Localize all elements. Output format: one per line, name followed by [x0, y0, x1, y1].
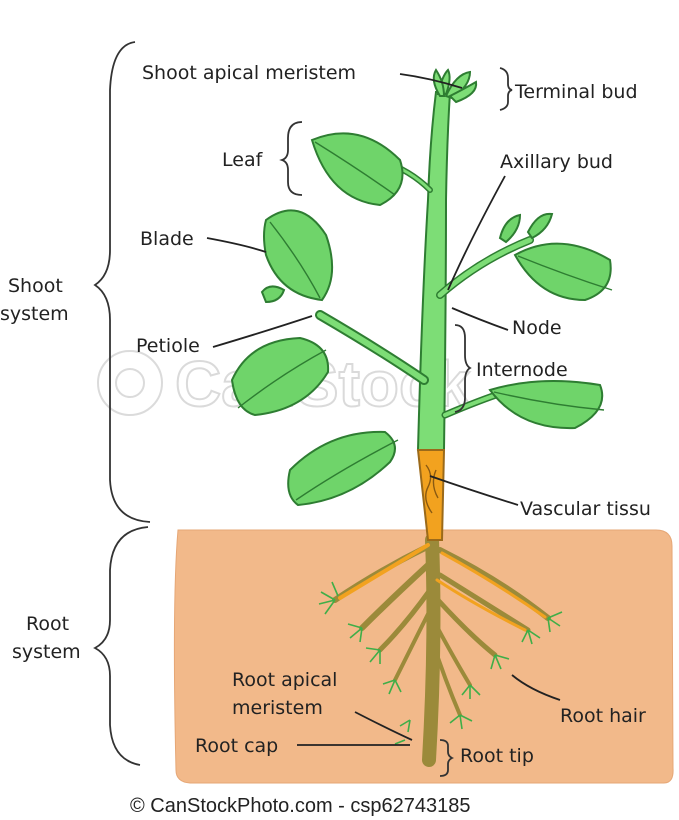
leaf-blade-left	[263, 209, 334, 302]
leaf-lower-left	[230, 336, 330, 417]
label-blade: Blade	[140, 228, 194, 250]
label-shoot-system-line2: system	[0, 303, 69, 325]
label-vascular-tissue: Vascular tissu	[520, 498, 651, 520]
label-internode: Internode	[476, 359, 568, 381]
label-leaf: Leaf	[222, 149, 264, 171]
label-petiole: Petiole	[136, 335, 200, 357]
leaves	[230, 132, 613, 507]
leaf-right-upper	[513, 242, 613, 302]
label-root-system-line2: system	[12, 641, 81, 663]
leaf-right-lower	[488, 380, 605, 430]
root-hairs	[318, 581, 563, 745]
label-node: Node	[512, 317, 562, 339]
label-root-hair: Root hair	[560, 705, 646, 727]
leaf-bottom-left	[287, 430, 399, 507]
label-root-apical-meristem-line2: meristem	[232, 697, 323, 719]
leader-lines	[206, 73, 561, 746]
label-root-system-line1: Root	[26, 613, 69, 635]
label-root-cap: Root cap	[195, 735, 278, 757]
label-root-apical-meristem-line1: Root apical	[232, 669, 337, 691]
stem	[416, 68, 478, 541]
labels: Shoot apical meristem Terminal bud Leaf …	[0, 62, 651, 767]
label-shoot-apical-meristem: Shoot apical meristem	[142, 62, 356, 84]
label-root-tip: Root tip	[460, 745, 534, 767]
credit-line: © CanStockPhoto.com - csp62743185	[130, 795, 471, 817]
label-axillary-bud: Axillary bud	[500, 151, 613, 173]
label-shoot-system-line1: Shoot	[8, 275, 63, 297]
braces	[93, 41, 513, 777]
soil-area	[173, 529, 674, 784]
axillary-bud-shape	[260, 212, 554, 304]
root-system	[318, 533, 563, 767]
leaf-top	[310, 132, 404, 207]
label-terminal-bud: Terminal bud	[514, 81, 638, 103]
